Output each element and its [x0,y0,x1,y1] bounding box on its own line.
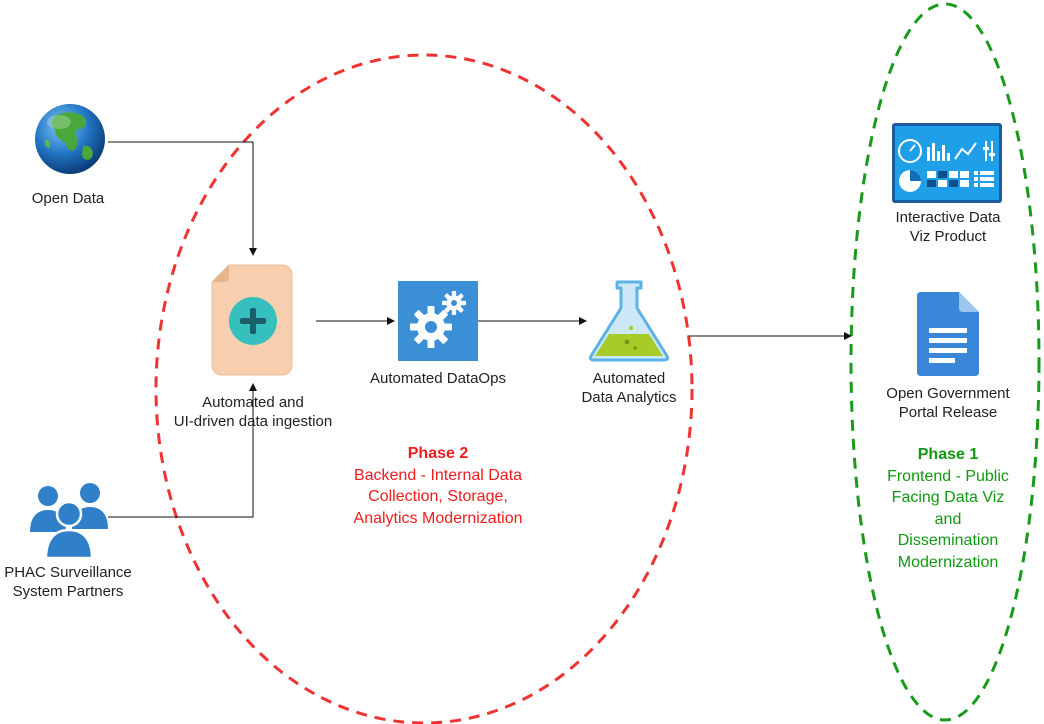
analytics-label-line-1: Automated [592,370,666,387]
phase2-line-1: Backend - Internal Data [353,466,523,484]
users-group-icon [30,483,108,558]
dataviz-label-line-1: Interactive Data [895,209,1001,226]
open-data-label-text: Open Data [31,190,105,207]
phase2-boundary [154,53,694,724]
portal-label-line-2: Portal Release [898,404,998,421]
dashboard-icon [892,123,1002,203]
phase1-line-3: and [934,510,962,528]
phase2-line-3: Analytics Modernization [353,509,523,527]
ingestion-label-line-1: Automated and [202,394,304,411]
globe-icon [35,104,105,174]
add-document-icon [211,264,293,376]
phase1-boundary [849,2,1041,722]
document-icon [917,292,979,376]
phase1-line-1: Frontend - Public [887,467,1009,485]
phase2-description: Phase 2 Backend - Internal Data Collecti… [318,443,558,529]
dataviz-label: Interactive Data Viz Product [873,208,1023,246]
analytics-label: Automated Data Analytics [556,369,702,407]
ingestion-label-line-2: UI-driven data ingestion [173,413,333,430]
connector-partners-to-ingestion [108,383,257,518]
ingestion-label: Automated and UI-driven data ingestion [150,393,356,431]
dataops-label: Automated DataOps [350,369,526,388]
gears-icon [398,281,478,361]
portal-label: Open Government Portal Release [868,384,1028,422]
phase2-line-2: Collection, Storage, [368,488,508,505]
partners-label: PHAC Surveillance System Partners [0,563,138,601]
phase1-line-2: Facing Data Viz [891,489,1005,506]
phase1-description: Phase 1 Frontend - Public Facing Data Vi… [868,444,1028,573]
analytics-label-line-2: Data Analytics [581,389,677,406]
open-data-label: Open Data [8,189,128,208]
phase2-title: Phase 2 [407,445,469,462]
phase1-line-4: Dissemination [897,532,999,549]
dataops-label-text: Automated DataOps [370,370,506,387]
flask-icon [588,280,670,362]
portal-label-line-1: Open Government [886,385,1010,402]
partners-label-line-2: System Partners [12,583,124,600]
connector-open-data-to-ingestion [108,141,257,256]
partners-label-line-1: PHAC Surveillance [4,564,132,581]
phase1-line-5: Modernization [897,553,999,571]
phase1-title: Phase 1 [917,446,979,463]
dataviz-label-line-2: Viz Product [909,228,987,245]
